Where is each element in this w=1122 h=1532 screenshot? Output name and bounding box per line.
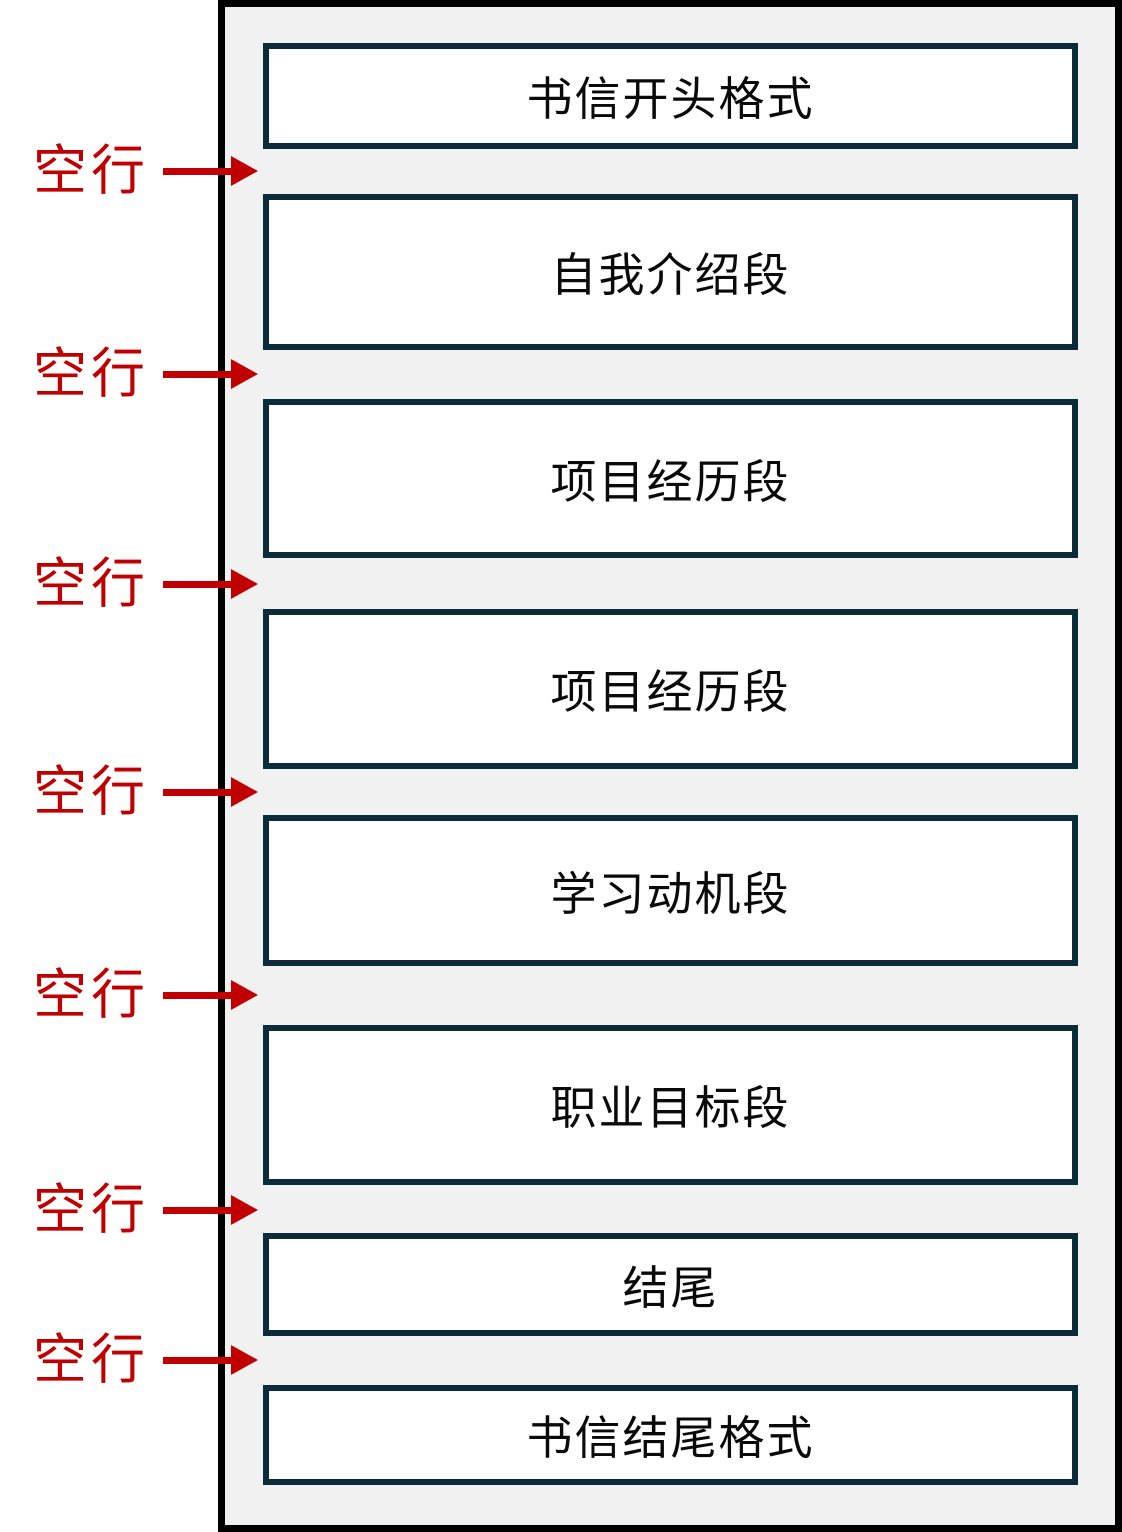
blank-line-label: 空行: [33, 1180, 149, 1240]
arrow-right-icon: [163, 1345, 258, 1375]
arrow-right-icon: [163, 980, 258, 1010]
blank-line-annotation-6: 空行: [33, 1175, 258, 1245]
arrow-right-icon: [163, 1195, 258, 1225]
blank-line-label: 空行: [33, 554, 149, 614]
box-label: 结尾: [622, 1261, 719, 1314]
blank-line-annotation-7: 空行: [33, 1325, 258, 1395]
blank-line-label: 空行: [33, 141, 149, 201]
blank-line-annotation-1: 空行: [33, 136, 258, 206]
arrow-right-icon: [163, 777, 258, 807]
box-label: 项目经历段: [550, 666, 791, 718]
blank-line-label: 空行: [33, 344, 149, 404]
arrow-right-icon: [163, 359, 258, 389]
box-label: 自我介绍段: [550, 249, 791, 301]
blank-line-label: 空行: [33, 965, 149, 1025]
blank-line-annotation-3: 空行: [33, 549, 258, 619]
box-label: 职业目标段: [550, 1082, 791, 1134]
blank-line-annotation-2: 空行: [33, 339, 258, 409]
box-letter-opening: 书信开头格式: [263, 43, 1078, 149]
box-career-goal: 职业目标段: [263, 1025, 1078, 1185]
box-closing: 结尾: [263, 1233, 1078, 1336]
box-project-experience-2: 项目经历段: [263, 609, 1078, 769]
box-label: 项目经历段: [550, 455, 791, 508]
box-label: 书信结尾格式: [526, 1412, 815, 1464]
box-study-motivation: 学习动机段: [263, 815, 1078, 966]
box-label: 学习动机段: [550, 867, 791, 920]
arrow-right-icon: [163, 569, 258, 599]
blank-line-label: 空行: [33, 762, 149, 822]
box-letter-ending: 书信结尾格式: [263, 1385, 1078, 1485]
box-self-introduction: 自我介绍段: [263, 194, 1078, 350]
blank-line-annotation-4: 空行: [33, 757, 258, 827]
arrow-right-icon: [163, 156, 258, 186]
box-project-experience-1: 项目经历段: [263, 399, 1078, 558]
box-label: 书信开头格式: [526, 73, 815, 125]
blank-line-label: 空行: [33, 1330, 149, 1390]
blank-line-annotation-5: 空行: [33, 960, 258, 1030]
